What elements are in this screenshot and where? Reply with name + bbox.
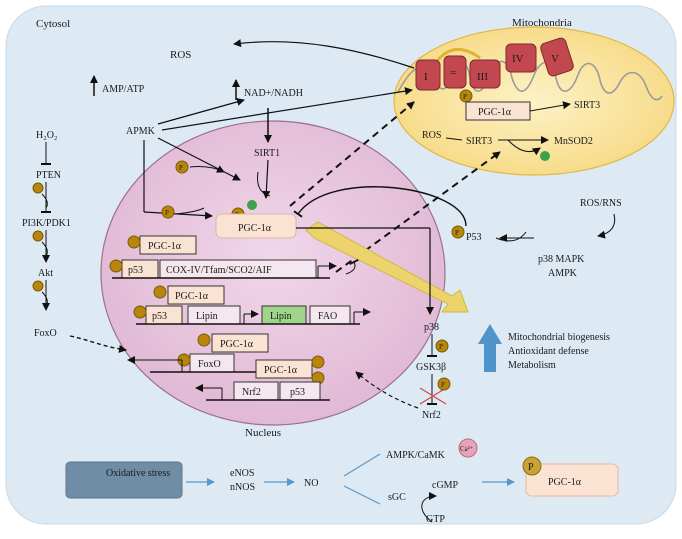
nrf2-right-label: Nrf2 [422,410,441,421]
svg-text:PGC-1α: PGC-1α [175,291,209,302]
gene-row-2: PGC-1α p53 Lipin Lipin FAO [133,285,371,325]
outcome-2: Antioxidant defense [508,346,589,357]
svg-text:Ca²⁺: Ca²⁺ [460,445,474,453]
bottom-pgc-box [525,463,619,497]
sirt1-label: SIRT1 [254,148,280,159]
svg-text:COX-IV/Tfam/SCO2/AIF: COX-IV/Tfam/SCO2/AIF [166,265,272,276]
enos-label: eNOS [230,468,254,479]
pten-label: PTEN [36,170,61,181]
svg-text:P: P [179,164,183,172]
bottom-phospho-icon [522,456,542,476]
outcome-3: Metabolism [508,360,556,371]
complex-II: = [443,55,467,89]
svg-text:I: I [424,71,428,83]
acetyl-icon [247,200,257,210]
svg-text:IV: IV [512,53,524,65]
phospho-icon: P [175,160,189,174]
acetyl-icon [540,151,550,161]
ampk-right-label: AMPK [548,268,578,279]
electron-path [436,48,481,62]
mito-pgc-label: PGC-1α [478,107,512,118]
oxidative-stress-box [65,461,183,499]
calcium-icon [458,438,478,458]
blue-up-arrow [478,324,502,372]
svg-text:P: P [528,462,534,473]
svg-text:P: P [439,343,443,351]
pi3k-label: PI3K/PDK1 [22,218,71,229]
p38-mapk-label: p38 MAPK [538,254,585,265]
svg-text:PGC-1α: PGC-1α [220,339,254,350]
gtp-label: GTP [426,514,445,525]
phospho-icon: P [161,205,175,219]
svg-text:PGC-1α: PGC-1α [264,365,298,376]
complex-III: III [469,59,501,89]
phospho-icon: P [435,339,449,353]
ros-rns-label: ROS/RNS [580,198,622,209]
phospho-icon [32,230,44,242]
gsk3b-label: GSK3β [416,362,446,373]
gene-row-4: PGC-1α Nrf2 p53 [195,355,330,401]
svg-text:III: III [477,71,488,83]
nnos-label: nNOS [230,482,255,493]
oxidative-stress-label: Oxidative stress [106,468,170,479]
svg-text:p53: p53 [128,265,143,276]
svg-text:P: P [463,93,467,101]
svg-text:FAO: FAO [318,311,337,322]
svg-text:PGC-1α: PGC-1α [148,241,182,252]
apmk-label: APMK [126,126,156,137]
ros-top-label: ROS [170,49,191,61]
bottom-pgc-label: PGC-1α [548,477,582,488]
svg-text:P: P [455,229,459,237]
nucleus-label: Nucleus [245,427,281,439]
main-pgc-box [215,213,297,239]
amp-atp-label: AMP/ATP [102,84,145,95]
mito-sirt3-a: SIRT3 [574,100,600,111]
phospho-icon: P [451,225,465,239]
phospho-icon: P [437,377,451,391]
svg-text:V: V [551,53,559,65]
svg-text:p53: p53 [290,387,305,398]
mito-mnsod2: MnSOD2 [554,136,593,147]
akt-label: Akt [38,268,53,279]
sgc-label: sGC [388,492,406,503]
svg-text:P: P [441,381,445,389]
complex-V: V [540,37,574,77]
complex-I: I [415,59,441,91]
svg-text:Lipin: Lipin [270,311,292,322]
main-pgc-label: PGC-1α [238,223,272,234]
p53-right-label: P53 [466,232,482,243]
svg-text:Lipin: Lipin [196,311,218,322]
svg-text:P: P [165,209,169,217]
cytosol-label: Cytosol [36,18,70,30]
phospho-icon [32,182,44,194]
phospho-icon [32,280,44,292]
p38-label: p38 [424,322,439,333]
mito-sirt3-b: SIRT3 [466,136,492,147]
svg-text:=: = [450,67,456,79]
ampk-camk-label: AMPK/CaMK [386,450,446,461]
svg-text:FoxO: FoxO [198,359,221,370]
foxo-left-label: FoxO [34,328,57,339]
cgmp-label: cGMP [432,480,459,491]
mitochondria-label: Mitochondria [512,17,572,29]
no-label: NO [304,478,318,489]
h2o2-label: H₂O₂ [36,130,57,141]
nad-nadh-label: NAD+/NADH [244,88,303,99]
svg-text:p53: p53 [152,311,167,322]
outcome-1: Mitochondrial biogenesis [508,332,610,343]
gene-row-1: PGC-1α p53 COX-IV/Tfam/SCO2/AIF [109,235,359,279]
mito-ros: ROS [422,130,441,141]
svg-text:Nrf2: Nrf2 [242,387,261,398]
complex-IV: IV [505,43,537,73]
